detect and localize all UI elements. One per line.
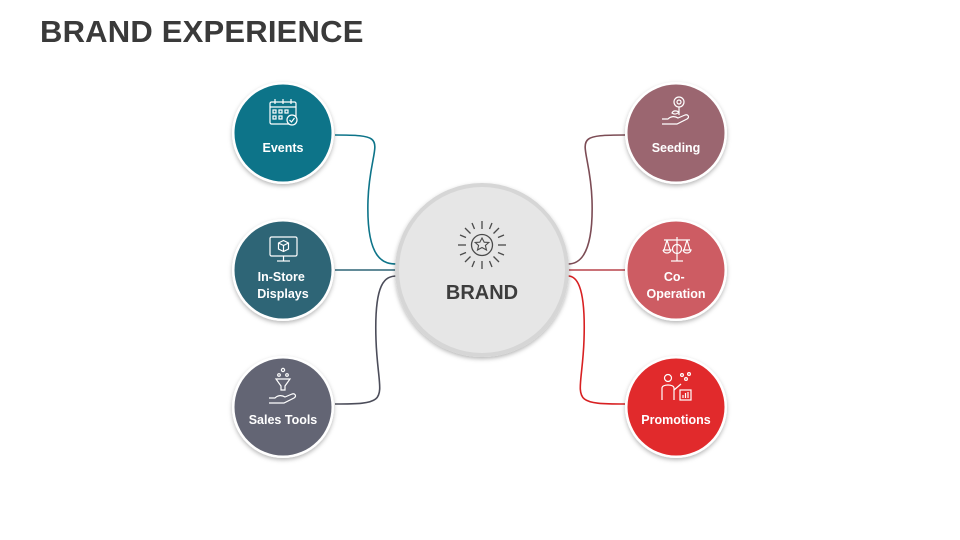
node-fill: [234, 358, 332, 456]
node-sales-tools: Sales Tools: [232, 356, 334, 458]
star-badge-icon: [458, 221, 506, 269]
node-label-line-1: Co-: [664, 270, 685, 284]
seed-hand-icon: [662, 96, 690, 125]
funnel-hand-icon: [269, 367, 297, 404]
node-fill: [234, 221, 332, 319]
svg-text:In-Store Displays: In-Store Displays: [257, 270, 308, 301]
node-label-line-2: Operation: [646, 287, 705, 301]
node-fill: [627, 84, 725, 182]
center-node: BRAND: [395, 183, 569, 357]
node-co-operation: Co- Operation: [625, 219, 727, 321]
svg-text:Sales Tools: Sales Tools: [249, 413, 318, 427]
node-label-line-1: In-Store: [258, 270, 305, 284]
connector-promotions: [567, 275, 626, 405]
svg-text:Seeding: Seeding: [652, 141, 701, 155]
calendar-icon: [269, 99, 298, 126]
center-label: BRAND: [446, 282, 518, 304]
svg-text:Promotions: Promotions: [641, 413, 710, 427]
connector-seeding: [567, 134, 626, 265]
node-label: Sales Tools: [249, 413, 318, 427]
connector-events: [334, 134, 398, 265]
node-fill: [234, 84, 332, 182]
scale-icon: [662, 237, 692, 262]
node-label: Seeding: [652, 141, 701, 155]
node-label: Promotions: [641, 413, 710, 427]
monitor-cube-icon: [269, 236, 298, 262]
svg-text:Co- Operation: Co- Operation: [646, 270, 705, 301]
presenter-chart-icon: [661, 372, 692, 401]
page-title: BRAND EXPERIENCE: [40, 14, 364, 49]
connectors: [334, 134, 626, 405]
node-events: Events: [232, 82, 334, 184]
node-fill: [627, 358, 725, 456]
node-promotions: Promotions: [625, 356, 727, 458]
connector-sales-tools: [334, 275, 398, 405]
node-fill: [627, 221, 725, 319]
node-in-store-displays: In-Store Displays: [232, 219, 334, 321]
svg-text:Events: Events: [263, 141, 304, 155]
node-label-line-2: Displays: [257, 287, 308, 301]
node-seeding: Seeding: [625, 82, 727, 184]
node-label: Events: [263, 141, 304, 155]
